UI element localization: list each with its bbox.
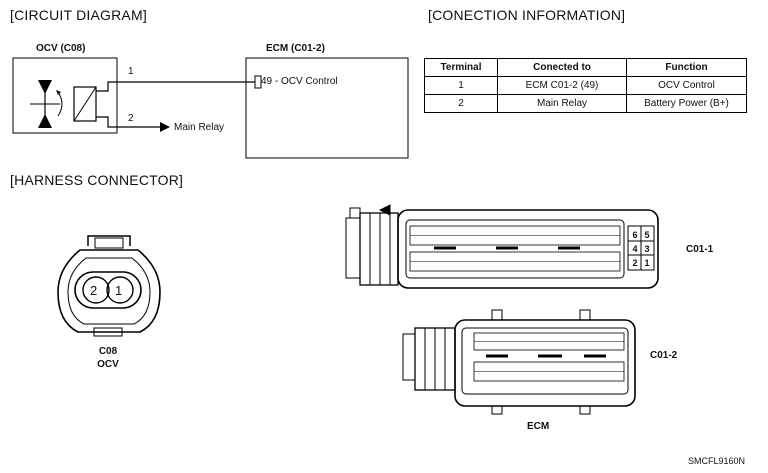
c08-name: OCV bbox=[97, 359, 119, 370]
c08-code: C08 bbox=[98, 346, 118, 357]
c08-connector-drawing bbox=[57, 235, 161, 337]
side-pin: 3 bbox=[644, 244, 650, 254]
header-function: Function bbox=[626, 58, 747, 77]
pin-2-label: 2 bbox=[128, 113, 134, 124]
c08-pin-1: 1 bbox=[115, 283, 123, 298]
header-terminal: Terminal bbox=[424, 58, 498, 77]
circuit-diagram-title: [CIRCUIT DIAGRAM] bbox=[10, 7, 147, 23]
side-pin: 6 bbox=[632, 230, 638, 240]
figure-code: SMCFL9160N bbox=[688, 456, 746, 466]
cell-terminal: 2 bbox=[424, 94, 498, 113]
side-pin: 4 bbox=[632, 244, 638, 254]
cell-connected-to: Main Relay bbox=[497, 94, 627, 113]
side-pin: 2 bbox=[632, 258, 638, 268]
table-header-row: Terminal Conected to Function bbox=[424, 58, 747, 77]
harness-connector-title: [HARNESS CONNECTOR] bbox=[10, 172, 184, 188]
wire-pin1 bbox=[96, 81, 255, 92]
connection-table: Terminal Conected to Function 1 ECM C01-… bbox=[424, 58, 747, 113]
table-row: 1 ECM C01-2 (49) OCV Control bbox=[424, 76, 747, 95]
ecm-pin-terminal bbox=[254, 75, 262, 89]
c01-2-label: C01-2 bbox=[650, 350, 678, 361]
ecm-box bbox=[245, 57, 409, 159]
arrow-icon bbox=[160, 122, 170, 132]
cell-function: OCV Control bbox=[626, 76, 747, 95]
wire-pin2 bbox=[96, 116, 160, 128]
c01-1-connector-drawing bbox=[345, 204, 659, 289]
ecm-c01-2-label: ECM (C01-2) bbox=[266, 43, 325, 54]
side-pin: 1 bbox=[644, 258, 650, 268]
cell-terminal: 1 bbox=[424, 76, 498, 95]
main-relay-label: Main Relay bbox=[174, 122, 225, 133]
pin-1-label: 1 bbox=[128, 66, 134, 77]
table-row: 2 Main Relay Battery Power (B+) bbox=[424, 94, 747, 113]
valve-icon bbox=[30, 80, 63, 128]
c08-pin-2: 2 bbox=[90, 283, 98, 298]
cell-connected-to: ECM C01-2 (49) bbox=[497, 76, 627, 95]
side-pin: 5 bbox=[644, 230, 650, 240]
ecm-label: ECM bbox=[527, 421, 550, 432]
ocv-label: OCV (C08) bbox=[36, 43, 86, 54]
ecm-pin-label: 49 - OCV Control bbox=[261, 76, 338, 87]
cell-function: Battery Power (B+) bbox=[626, 94, 747, 113]
ocv-box bbox=[12, 57, 118, 134]
c01-2-connector-drawing bbox=[402, 309, 636, 415]
c01-1-label: C01-1 bbox=[686, 244, 714, 255]
c08-label: C08 OCV bbox=[94, 345, 122, 371]
solenoid-coil-icon bbox=[73, 86, 97, 122]
header-connected-to: Conected to bbox=[497, 58, 627, 77]
connection-info-title: [CONECTION INFORMATION] bbox=[428, 7, 626, 23]
